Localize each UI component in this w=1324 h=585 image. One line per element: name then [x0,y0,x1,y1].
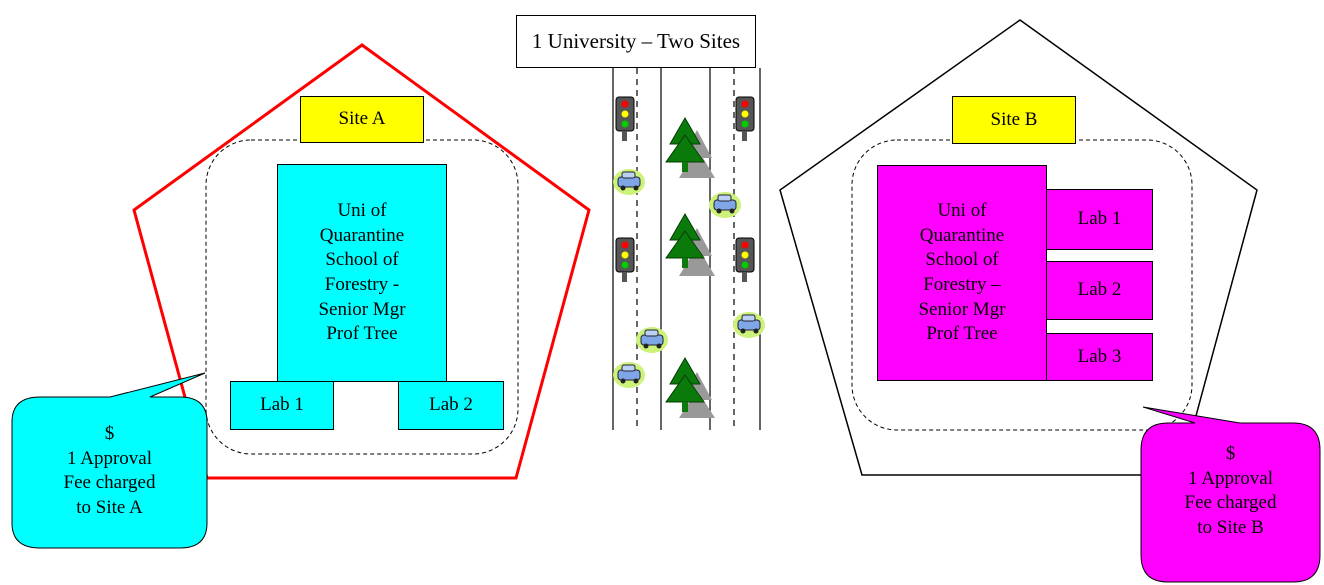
traffic-light-icon [735,96,755,141]
site-a-lab-2: Lab 2 [398,381,504,430]
site-a-building: Uni of Quarantine School of Forestry - S… [277,164,447,382]
traffic-light-icon [615,237,635,282]
car-icon [613,169,645,195]
site-b-label: Site B [952,96,1076,144]
site-b-boundary [779,19,1258,476]
site-a-boundary [132,43,591,480]
site-b-lab-2: Lab 2 [1046,261,1153,320]
site-b-lab-3: Lab 3 [1046,333,1153,381]
site-b-callout-bubble [1140,406,1321,583]
traffic-light-icon [735,237,755,282]
site-a-lab-1: Lab 1 [230,381,334,430]
site-b-zone [851,139,1193,431]
site-a-callout-text: $ 1 Approval Fee charged to Site A [63,423,156,519]
car-icon [709,192,741,218]
site-b-callout-text: $ 1 Approval Fee charged to Site B [1184,443,1277,539]
tree-icon [665,116,715,178]
diagram-title: 1 University – Two Sites [516,15,756,68]
car-icon [733,312,765,338]
site-a-label: Site A [300,96,424,143]
tree-icon [665,212,715,276]
car-icon [613,362,645,388]
traffic-light-icon [615,96,635,141]
car-icon [636,327,668,353]
tree-icon [665,356,715,418]
site-a-callout-bubble [11,372,208,549]
site-b-lab-1: Lab 1 [1046,189,1153,250]
site-b-building: Uni of Quarantine School of Forestry – S… [877,165,1047,381]
